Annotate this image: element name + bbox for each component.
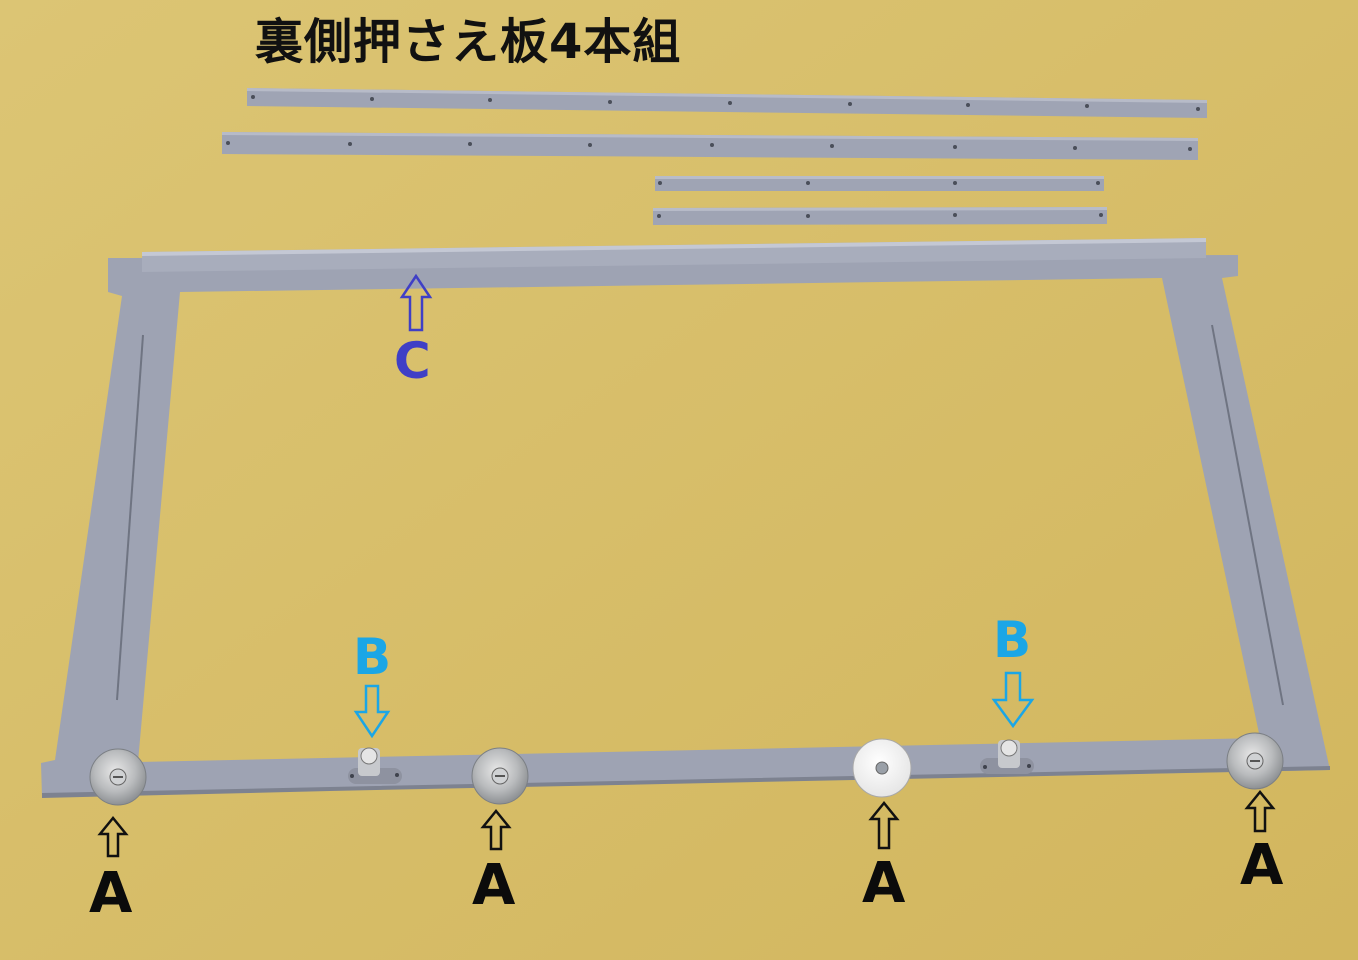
label-c: C [394,332,431,390]
arrow-up-icon [868,801,900,850]
top-rail [142,238,1206,272]
washer-a-2 [471,747,529,805]
label-b: B [993,611,1032,669]
backing-strip [655,176,1104,191]
label-a: A [89,861,133,926]
washer-a-4 [1226,732,1284,790]
label-a: A [472,853,516,918]
frame [41,238,1330,798]
strip-holes [226,95,1200,218]
photo-caption: 裏側押さえ板4本組 [255,14,682,70]
clip-b-right [980,739,1034,774]
arrow-up-icon [1244,790,1276,833]
label-a: A [1240,833,1284,898]
arrow-up-icon [399,273,433,332]
backing-strip [247,88,1207,118]
washer-a-3 [852,738,912,798]
clip-b-left [348,747,402,784]
arrow-down-icon [991,671,1035,729]
label-a: A [862,851,906,916]
arrow-up-icon [480,809,512,851]
arrow-down-icon [353,684,391,739]
washer-a-1 [89,748,147,806]
backing-strip [222,132,1198,160]
backing-strip [653,207,1107,225]
arrow-up-icon [97,816,129,858]
label-b: B [353,628,392,686]
